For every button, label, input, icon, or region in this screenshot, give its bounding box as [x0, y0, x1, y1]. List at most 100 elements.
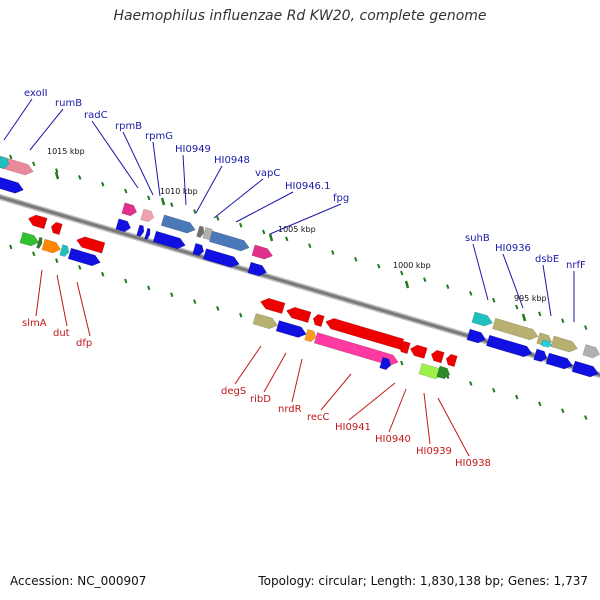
- forward-gene-1: [115, 218, 132, 233]
- reverse-gene-3: [260, 298, 286, 314]
- lower-scale-tick-6: [147, 285, 151, 291]
- lower-scale-tick-24: [561, 408, 565, 414]
- reverse-leader-degS: [234, 345, 262, 385]
- lower-scale-tick-21: [492, 387, 496, 393]
- upper-scale-tick-11: [262, 229, 266, 235]
- forward-leader-dsbE: [542, 264, 552, 317]
- upper-scale-tick-4: [101, 181, 105, 187]
- upper-scale-tick-10: [239, 222, 243, 228]
- reverse-inner-gene-2: [41, 238, 61, 254]
- reverse-label-HI0940: HI0940: [375, 434, 411, 445]
- gene-HI0949: [160, 214, 196, 234]
- reverse-inner-gene-5: [252, 313, 278, 329]
- reverse-label-recC: recC: [307, 412, 330, 423]
- forward-gene-9: [486, 334, 533, 358]
- forward-leader-HI0946.1: [235, 191, 294, 223]
- forward-gene-2: [136, 224, 145, 237]
- forward-leader-fpg: [269, 203, 342, 235]
- reverse-inner-gene-8: [313, 332, 399, 366]
- reverse-inner-gene-6: [275, 320, 307, 338]
- lower-scale-tick-0: [9, 244, 13, 250]
- reverse-gene-5: [312, 314, 325, 328]
- lower-scale-tick-3: [78, 265, 82, 270]
- lower-scale-tick-23: [538, 401, 542, 407]
- reverse-gene-9: [430, 349, 445, 364]
- reverse-leader-slmA: [35, 269, 43, 317]
- upper-scale-tick-24: [561, 318, 565, 324]
- reverse-label-ribD: ribD: [250, 394, 271, 405]
- forward-gene-4: [152, 230, 186, 250]
- gene-HI0936: [492, 317, 539, 341]
- forward-gene-3: [144, 227, 151, 240]
- reverse-label-slmA: slmA: [22, 318, 47, 329]
- reverse-leader-HI0941: [348, 382, 396, 421]
- upper-scale-tick-12: [285, 236, 289, 242]
- upper-scale-tick-13: [308, 243, 312, 249]
- gene-rpmB-b: [140, 208, 155, 223]
- upper-scale-tick-1: [32, 161, 36, 167]
- reverse-label-dut: dut: [53, 328, 70, 339]
- forward-label-rpmG: rpmG: [145, 131, 173, 142]
- reverse-leader-HI0939: [423, 392, 431, 445]
- reverse-leader-HI0938: [437, 397, 470, 457]
- forward-leader-HI0948: [195, 165, 223, 214]
- upper-scale-tick-18: [423, 277, 427, 283]
- forward-leader-HI0936: [502, 253, 524, 309]
- lower-scale-tick-10: [239, 312, 243, 318]
- reverse-leader-ribD: [263, 352, 287, 393]
- reverse-label-dfp: dfp: [76, 338, 92, 349]
- gene-rpmB-a: [121, 202, 138, 217]
- reverse-gene-2: [76, 236, 106, 254]
- upper-scale-tick-19: [446, 284, 450, 289]
- lower-scale-tick-22: [515, 394, 519, 400]
- forward-label-rumB: rumB: [55, 98, 82, 109]
- forward-label-vapC: vapC: [255, 168, 280, 179]
- forward-label-suhB: suhB: [465, 233, 490, 244]
- forward-leader-suhB: [472, 243, 489, 301]
- forward-label-HI0936: HI0936: [495, 243, 531, 254]
- genome-stats-label: Topology: circular; Length: 1,830,138 bp…: [258, 574, 588, 588]
- lower-scale-tick-25: [584, 415, 588, 420]
- lower-scale-tick-4: [101, 271, 105, 277]
- major-tick-0: [54, 171, 60, 180]
- forward-label-radC: radC: [84, 110, 108, 121]
- major-tick-3: [404, 280, 410, 289]
- reverse-gene-8: [409, 344, 428, 359]
- lower-scale-tick-9: [216, 306, 220, 311]
- reverse-gene-4: [286, 307, 312, 323]
- upper-scale-tick-16: [377, 263, 381, 269]
- reverse-inner-gene-7: [304, 328, 317, 342]
- reverse-leader-HI0940: [388, 388, 407, 433]
- upper-scale-tick-5: [124, 188, 128, 194]
- forward-leader-radC: [91, 120, 139, 189]
- upper-scale-tick-0: [9, 154, 13, 160]
- lower-scale-tick-17: [400, 360, 404, 366]
- forward-label-rpmB: rpmB: [115, 121, 142, 132]
- scale-label-3: 1000 kbp: [393, 261, 431, 270]
- upper-scale-tick-23: [538, 311, 542, 317]
- forward-leader-rpmG: [152, 141, 161, 197]
- forward-gene-6: [202, 248, 240, 268]
- reverse-gene-1: [50, 222, 63, 236]
- gene-fpg: [251, 244, 273, 260]
- forward-leader-HI0949: [182, 154, 187, 206]
- scale-label-0: 1015 kbp: [47, 147, 85, 156]
- upper-scale-tick-25: [584, 325, 588, 330]
- gene-HI0946: [208, 230, 250, 252]
- gene-HI0948: [196, 225, 205, 238]
- gene-dsbE-small: [541, 339, 553, 348]
- major-tick-1: [160, 197, 166, 206]
- reverse-leader-dfp: [76, 281, 91, 337]
- forward-gene-10: [533, 348, 548, 363]
- upper-scale-tick-9: [216, 216, 220, 221]
- major-tick-2: [268, 233, 274, 242]
- gene-nrfF: [550, 335, 578, 353]
- forward-label-HI0948: HI0948: [214, 155, 250, 166]
- reverse-label-HI0941: HI0941: [335, 422, 371, 433]
- lower-scale-tick-20: [469, 381, 473, 386]
- forward-leader-rpmB: [122, 131, 154, 196]
- major-tick-4: [521, 313, 527, 322]
- upper-scale-tick-8: [193, 209, 197, 214]
- scale-label-1: 1010 kbp: [160, 187, 198, 196]
- forward-leader-exoII: [3, 98, 33, 141]
